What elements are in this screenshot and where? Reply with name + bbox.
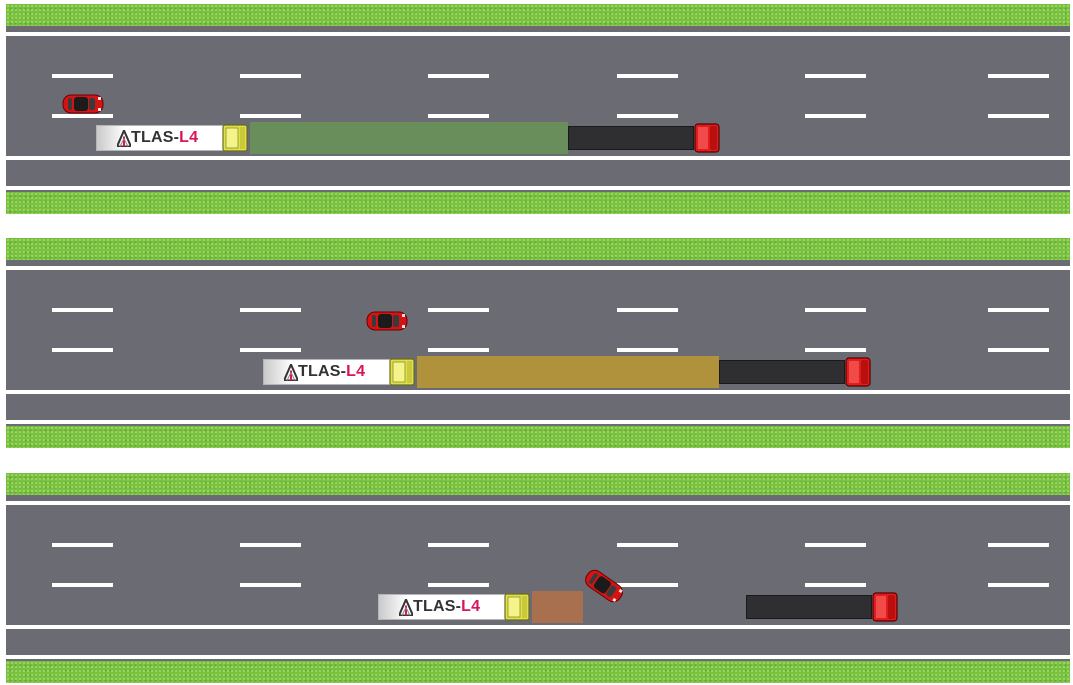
atlas-logo-icon [399, 599, 413, 616]
lane-dash [240, 348, 301, 352]
lane-dash [617, 583, 678, 587]
lane-dash [52, 543, 113, 547]
lane-edge-top [6, 266, 1070, 270]
lane-dash [240, 308, 301, 312]
lane-dash [805, 74, 866, 78]
road: TLAS-L4 [6, 260, 1070, 426]
gap-zone [250, 122, 568, 154]
lane-dash [988, 348, 1049, 352]
lane-edge-top [6, 32, 1070, 36]
scene-3: TLAS-L4 [6, 473, 1070, 683]
ego-truck-icon [504, 593, 530, 621]
lane-dash [240, 74, 301, 78]
lane-dash [988, 308, 1049, 312]
lane-edge-mid [6, 156, 1070, 160]
atlas-logo-icon [117, 130, 131, 147]
ego-truck: TLAS-L4 [96, 122, 346, 154]
grass-top [6, 238, 1070, 260]
ego-truck: TLAS-L4 [378, 591, 538, 623]
lane-dash [617, 114, 678, 118]
gap-zone [417, 356, 719, 388]
lane-dash [805, 308, 866, 312]
lead-truck-icon [845, 357, 871, 387]
ego-truck-icon [222, 124, 248, 152]
lane-dash [805, 543, 866, 547]
lane-dash [988, 543, 1049, 547]
atlas-logo-text: TLAS-L4 [413, 598, 481, 615]
lead-trailer [568, 126, 694, 150]
lead-trailer [719, 360, 845, 384]
lane-dash [240, 583, 301, 587]
lane-dash [52, 114, 113, 118]
lane-dash [805, 348, 866, 352]
lead-truck-icon [694, 123, 720, 153]
lane-dash [52, 74, 113, 78]
atlas-trailer: TLAS-L4 [96, 125, 224, 151]
scene-1: TLAS-L4 [6, 4, 1070, 214]
atlas-logo-text: TLAS-L4 [131, 129, 199, 146]
lane-dash [240, 114, 301, 118]
lead-truck [719, 356, 879, 388]
ego-truck: TLAS-L4 [263, 356, 423, 388]
lane-edge-mid [6, 625, 1070, 629]
lane-dash [617, 543, 678, 547]
lane-edge-bottom [6, 186, 1070, 190]
grass-bottom [6, 426, 1070, 448]
lane-dash [428, 308, 489, 312]
lane-dash [805, 583, 866, 587]
lane-dash [617, 308, 678, 312]
road: TLAS-L4 [6, 26, 1070, 192]
lane-dash [428, 583, 489, 587]
car-icon [366, 311, 408, 331]
lane-edge-mid [6, 390, 1070, 394]
lane-dash [617, 348, 678, 352]
lane-edge-bottom [6, 420, 1070, 424]
lane-dash [428, 74, 489, 78]
atlas-trailer: TLAS-L4 [263, 359, 391, 385]
gap-zone [532, 591, 583, 623]
lane-dash [52, 308, 113, 312]
lead-trailer [746, 595, 872, 619]
lane-dash [617, 74, 678, 78]
atlas-logo-text: TLAS-L4 [298, 363, 366, 380]
lane-dash [988, 114, 1049, 118]
road: TLAS-L4 [6, 495, 1070, 661]
lane-dash [52, 583, 113, 587]
lane-dash [240, 543, 301, 547]
atlas-logo-icon [284, 364, 298, 381]
lane-dash [52, 348, 113, 352]
grass-top [6, 473, 1070, 495]
ego-truck-icon [389, 358, 415, 386]
atlas-trailer: TLAS-L4 [378, 594, 506, 620]
lane-edge-bottom [6, 655, 1070, 659]
lead-truck [568, 122, 728, 154]
scene-2: TLAS-L4 [6, 238, 1070, 448]
lane-dash [988, 74, 1049, 78]
lane-dash [988, 583, 1049, 587]
car-icon [581, 566, 627, 606]
lane-dash [805, 114, 866, 118]
lane-edge-top [6, 501, 1070, 505]
car-icon [62, 94, 104, 114]
grass-top [6, 4, 1070, 26]
lane-dash [428, 348, 489, 352]
grass-bottom [6, 192, 1070, 214]
lane-dash [428, 543, 489, 547]
lane-dash [428, 114, 489, 118]
lead-truck [746, 591, 906, 623]
lead-truck-icon [872, 592, 898, 622]
grass-bottom [6, 661, 1070, 683]
